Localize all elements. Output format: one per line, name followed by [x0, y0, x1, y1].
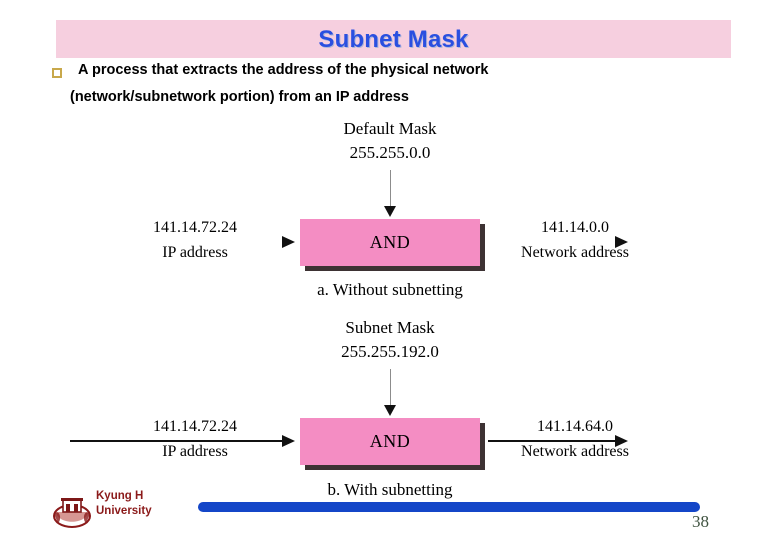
panel-a-input-label: IP address: [162, 244, 228, 261]
square-bullet-icon: [52, 68, 62, 78]
footer-accent-bar: [198, 502, 700, 512]
panel-b-input-label: IP address: [162, 443, 228, 460]
panel-a-input-arrowhead-icon: [282, 236, 295, 248]
panel-a-output-value: 141.14.0.0: [541, 219, 609, 236]
panel-b-output-arrowhead-icon: [615, 435, 628, 447]
bullet-text-line-1: A process that extracts the address of t…: [78, 62, 489, 78]
panel-b-caption: b. With subnetting: [327, 480, 453, 499]
panel-a-caption: a. Without subnetting: [317, 280, 463, 299]
panel-b-output-value: 141.14.64.0: [537, 418, 613, 435]
panel-b-input-arrow-line: [70, 440, 283, 442]
university-logo: [52, 492, 92, 530]
panel-a-mask-arrowhead-icon: [384, 206, 396, 217]
panel-a-input-value: 141.14.72.24: [153, 219, 237, 236]
panel-b-output-label: Network address: [521, 443, 629, 460]
panel-b-input-arrowhead-icon: [282, 435, 295, 447]
panel-b-mask-value: 255.255.192.0: [341, 342, 439, 361]
panel-b-and-label: AND: [369, 431, 411, 451]
panel-b-and-box: [300, 418, 480, 465]
panel-a-and-label: AND: [369, 232, 411, 252]
university-name: Kyung H University: [96, 489, 152, 519]
university-name-line-1: Kyung H: [96, 490, 144, 502]
panel-b-mask-arrow-line: [390, 369, 391, 407]
page-number: 38: [692, 512, 709, 531]
panel-b-input-value: 141.14.72.24: [153, 418, 237, 435]
bullet-text-line-2: (network/subnetwork portion) from an IP …: [70, 89, 409, 105]
panel-a-and-box: [300, 219, 480, 266]
panel-a-mask-title: Default Mask: [343, 119, 437, 138]
panel-b-mask-title: Subnet Mask: [345, 318, 435, 337]
panel-b-mask-arrowhead-icon: [384, 405, 396, 416]
title-banner: [56, 20, 731, 58]
panel-a-mask-arrow-line: [390, 170, 391, 208]
subnet-mask-diagram: Default Mask 255.255.0.0 AND 141.14.72.2…: [70, 118, 670, 499]
panel-b-output-arrow-line: [488, 440, 616, 442]
page-title: Subnet Mask: [318, 26, 469, 53]
panel-a-output-arrowhead-icon: [615, 236, 628, 248]
university-name-line-2: University: [96, 505, 152, 517]
panel-a-mask-value: 255.255.0.0: [349, 143, 431, 162]
panel-a-output-label: Network address: [521, 244, 629, 261]
